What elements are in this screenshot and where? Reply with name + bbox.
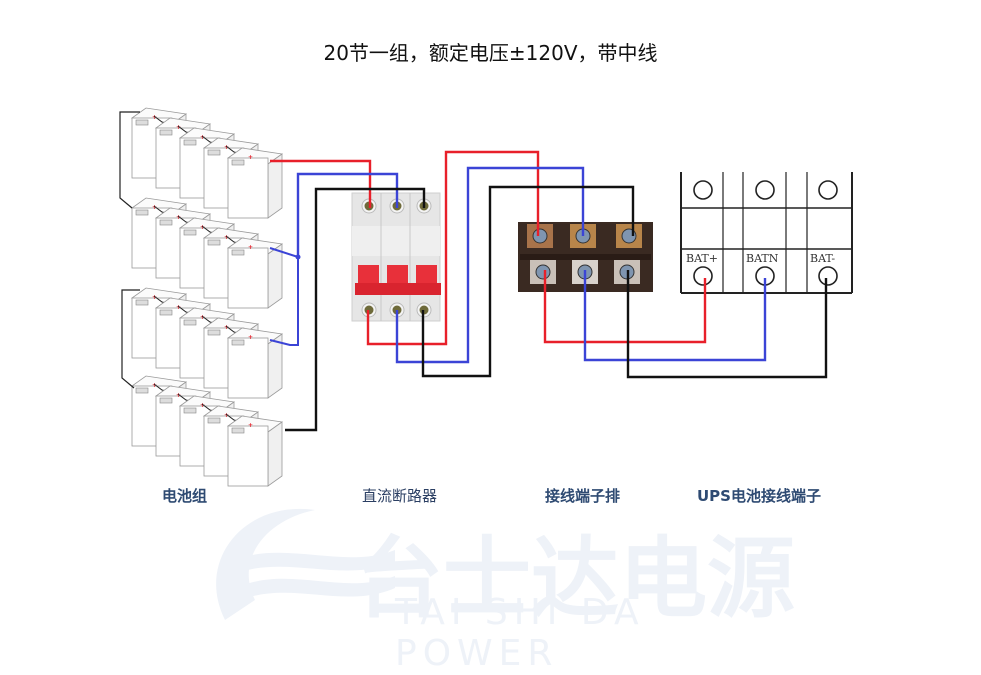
svg-text:+: + — [152, 204, 157, 211]
terminal-bat-plus — [693, 266, 713, 286]
svg-text:+: + — [200, 224, 205, 231]
svg-text:+: + — [152, 114, 157, 121]
svg-text:+: + — [224, 234, 229, 241]
battery: + — [226, 237, 284, 309]
svg-text:+: + — [224, 412, 229, 419]
battery: + — [226, 415, 284, 487]
wire-neutral-terminal-block-to-ups — [583, 270, 767, 362]
ups-label-bat-minus: BAT- — [810, 252, 835, 265]
brand-watermark: 台士达电源 TAI SHI DA POWER — [205, 500, 825, 674]
battery-group: + + + + + — [130, 107, 284, 219]
svg-text:+: + — [176, 124, 181, 131]
svg-text:+: + — [248, 422, 253, 429]
svg-text:+: + — [200, 314, 205, 321]
label-ups-terminal: UPS电池接线端子 — [697, 487, 821, 505]
wire-negative-terminal-block-to-ups — [626, 270, 828, 379]
svg-text:+: + — [176, 214, 181, 221]
diagram-title: 20节一组，额定电压±120V，带中线 — [323, 41, 658, 65]
svg-text:+: + — [152, 294, 157, 301]
svg-text:+: + — [248, 154, 253, 161]
wire-positive-battery-to-breaker — [270, 159, 372, 208]
ups-battery-terminal: BAT+ BATN BAT- — [680, 172, 853, 294]
svg-text:+: + — [152, 382, 157, 389]
watermark-brand-cn: 台士达电源 — [355, 527, 796, 630]
watermark-brand-en: TAI SHI DA POWER — [395, 592, 645, 674]
ups-label-bat-n: BATN — [746, 252, 779, 265]
terminal-screw — [535, 264, 551, 280]
battery-group: + + + + + — [130, 287, 284, 399]
label-terminal-block: 接线端子排 — [545, 487, 621, 505]
wire-positive-breaker-to-terminal-block — [366, 150, 540, 346]
wire-neutral-breaker-to-terminal-block — [395, 166, 585, 364]
svg-text:+: + — [176, 392, 181, 399]
svg-text:+: + — [248, 244, 253, 251]
battery-group: + + + + + — [130, 375, 284, 487]
svg-text:+: + — [176, 304, 181, 311]
breaker-tie-bar — [355, 283, 441, 295]
battery: + — [226, 147, 284, 219]
svg-text:+: + — [224, 324, 229, 331]
wire-neutral-battery-to-breaker — [296, 172, 399, 257]
battery: + — [226, 327, 284, 399]
svg-text:+: + — [200, 402, 205, 409]
terminal-screw — [532, 228, 548, 244]
svg-text:+: + — [224, 144, 229, 151]
svg-text:+: + — [200, 134, 205, 141]
label-dc-breaker: 直流断路器 — [362, 487, 438, 505]
breaker-handle-1[interactable] — [358, 265, 379, 287]
wire-negative-breaker-to-terminal-block — [421, 185, 635, 378]
svg-text:+: + — [248, 334, 253, 341]
wire-positive-terminal-block-to-ups — [543, 270, 707, 344]
breaker-handle-2[interactable] — [387, 265, 408, 287]
watermark-logo-icon — [216, 508, 395, 620]
battery-bank: + + + + + + + + + + + + + + + + + + + + — [130, 107, 284, 487]
dc-breaker — [351, 192, 441, 322]
breaker-handle-3[interactable] — [416, 265, 437, 287]
label-battery-bank: 电池组 — [162, 487, 208, 505]
ups-label-bat-plus: BAT+ — [686, 252, 718, 265]
wire-negative-battery-to-breaker — [285, 187, 426, 432]
terminal-bat-minus — [818, 266, 838, 286]
battery-group: + + + + + — [130, 197, 284, 309]
battery-group-links — [119, 111, 301, 389]
